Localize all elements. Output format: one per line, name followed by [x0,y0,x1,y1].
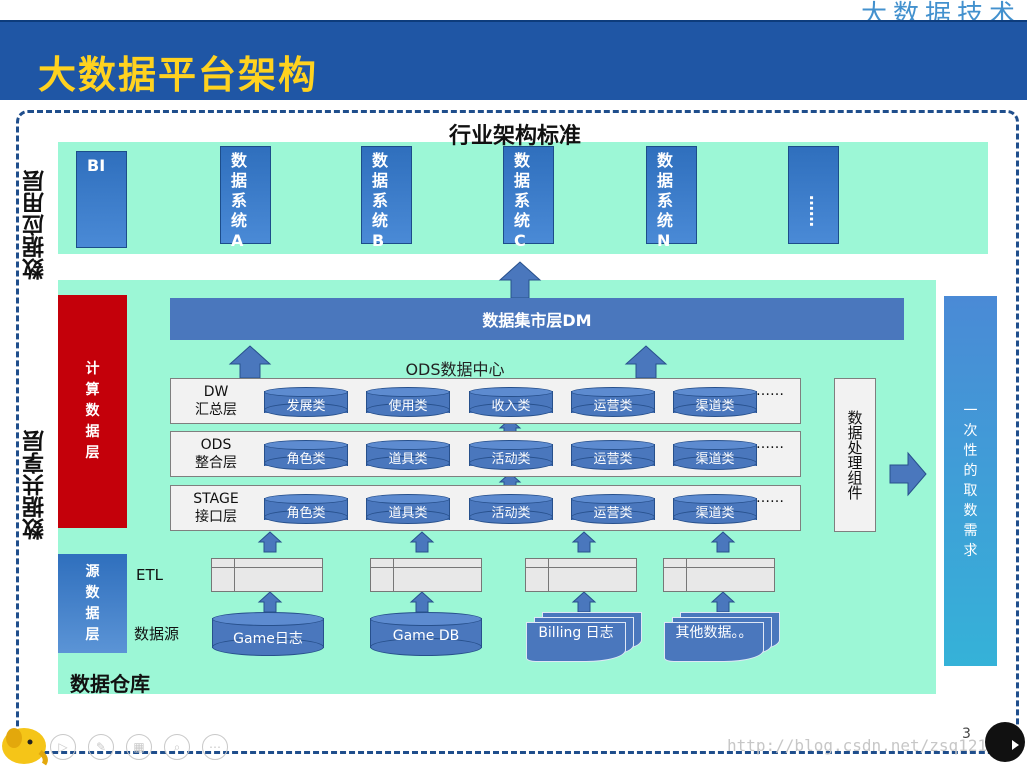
slide-title: 大数据平台架构 [38,53,319,97]
data-mart-layer: 数据集市层DM [170,298,904,340]
db-cylinder: 运营类 [571,440,655,470]
system-n: 数据系统N [646,146,697,250]
one-time-data-demand: 一次性的取数需求 [944,296,997,666]
db-cylinder: 角色类 [264,440,348,470]
source-game-db: Game DB [370,612,482,656]
watermark-url: http://blog.csdn.net/zsq12138 [727,736,1007,755]
db-cylinder: 收入类 [469,387,553,417]
outer-frame [16,110,1019,754]
source-other-data: 其他数据。。 [664,612,784,664]
page-number: 3 [962,726,971,742]
data-processing-component: 数据处理组件 [834,378,876,532]
db-cylinder: 使用类 [366,387,450,417]
db-cylinder: 运营类 [571,494,655,524]
more-ellipsis: …… [756,383,784,399]
etl-table [211,558,323,592]
slide-header: 大数据平台架构 [0,20,1027,100]
play-icon[interactable]: ▷ [50,734,76,760]
more-icon[interactable]: ⋯ [202,734,228,760]
source-data-layer: 源数据层 [58,554,127,653]
etl-table [370,558,482,592]
hadoop-elephant-icon [0,708,52,766]
db-cylinder: 道具类 [366,440,450,470]
slides-icon[interactable]: ▦ [126,734,152,760]
db-cylinder: 发展类 [264,387,348,417]
db-cylinder: 道具类 [366,494,450,524]
ods-data-center-label: ODS数据中心 [405,360,505,379]
system-c: 数据系统C [503,146,554,250]
more-ellipsis: …… [756,436,784,452]
source-game-log: Game日志 [212,612,324,656]
system-more: …… [788,146,839,244]
data-warehouse-label: 数据仓库 [70,672,150,696]
etl-table [663,558,775,592]
system-bi: BI [76,151,127,248]
data-source-label: 数据源 [134,625,180,643]
compute-data-layer: 计算数据层 [58,295,127,528]
db-cylinder: 角色类 [264,494,348,524]
system-b: 数据系统B [361,146,412,250]
top-strip: 大数据技术 [0,0,1027,20]
system-a: 数据系统A [220,146,271,250]
db-cylinder: 渠道类 [673,494,757,524]
more-ellipsis: …… [756,490,784,506]
db-cylinder: 渠道类 [673,440,757,470]
application-layer-label: 数据应用层 [23,170,48,280]
zoom-icon[interactable]: ⌕ [164,734,190,760]
db-cylinder: 渠道类 [673,387,757,417]
pen-icon[interactable]: ✎ [88,734,114,760]
db-cylinder: 活动类 [469,440,553,470]
next-slide-button[interactable] [985,722,1025,762]
etl-table [525,558,637,592]
source-billing-log: Billing 日志 [526,612,646,664]
corner-logo-text: 大数据技术 [860,0,1021,20]
db-cylinder: 运营类 [571,387,655,417]
etl-label: ETL [136,566,163,584]
db-cylinder: 活动类 [469,494,553,524]
shared-layer-label: 数据共享层 [23,430,48,540]
next-arrow-icon [1012,740,1019,750]
slide-toolbar[interactable]: ▷ ✎ ▦ ⌕ ⋯ [46,734,246,762]
industry-standard-label: 行业架构标准 [448,124,581,149]
